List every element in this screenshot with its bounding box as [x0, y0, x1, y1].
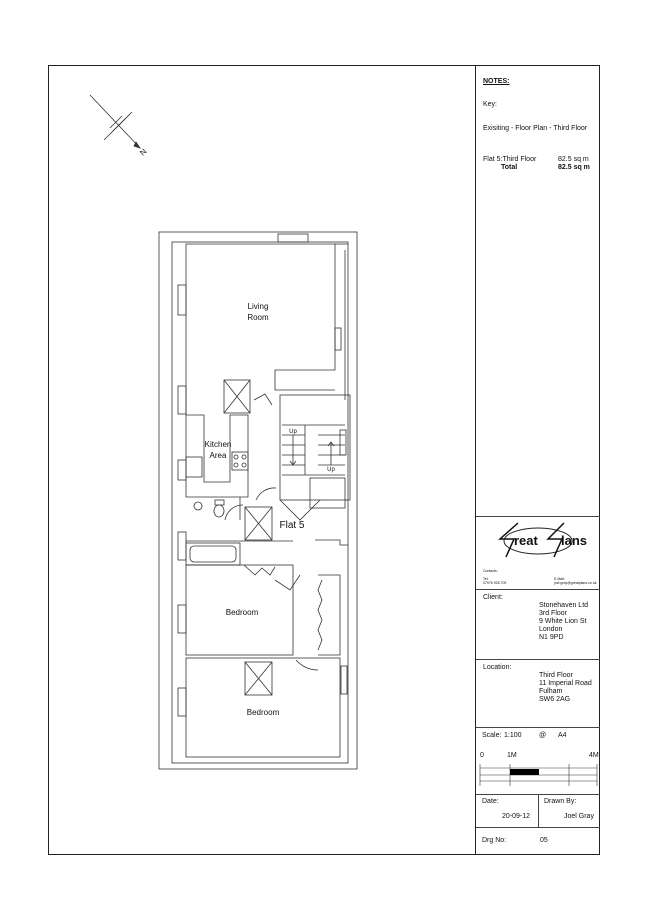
- paper-size: A4: [558, 732, 567, 739]
- scale-at: @: [539, 732, 547, 739]
- logo-section: reat lans Contacts: Tel: 07976 928 709 E…: [476, 517, 600, 590]
- contacts-label: Contacts:: [483, 569, 498, 573]
- location-line: 11 Imperial Road: [539, 680, 592, 687]
- drawn-by-value: Joel Gray: [564, 813, 594, 820]
- drawing-number-label: Drg No:: [482, 837, 507, 844]
- flat-label: Flat 5: [279, 520, 304, 531]
- email-value: joel.gray@greatplans.co.uk: [554, 581, 597, 585]
- location-line: Fulham: [539, 688, 563, 695]
- scale-tick-0: 0: [480, 752, 484, 759]
- tel-label: Tel:: [483, 577, 489, 581]
- location-line: SW6 2AG: [539, 696, 571, 703]
- client-section: Client: Stonehaven Ltd 3rd Floor 9 White…: [476, 590, 600, 660]
- room-label: Room: [247, 313, 269, 322]
- client-line: 3rd Floor: [539, 610, 568, 617]
- area-label: Flat 5:Third Floor: [483, 156, 537, 163]
- scale-tick-4m: 4M: [589, 752, 599, 759]
- room-label: Area: [210, 451, 227, 460]
- tel-value: 07976 928 709: [483, 581, 507, 585]
- location-section: Location: Third Floor 11 Imperial Road F…: [476, 660, 600, 728]
- client-line: Stonehaven Ltd: [539, 602, 589, 609]
- drawn-by-label: Drawn By:: [544, 798, 577, 805]
- drawing-number-section: Drg No: 05: [476, 828, 600, 855]
- title-block: NOTES: Key: Exisiting - Floor Plan - Thi…: [475, 65, 600, 855]
- client-label: Client:: [483, 594, 503, 601]
- compass-north-label: N: [138, 147, 149, 158]
- total-label: Total: [501, 164, 518, 171]
- email-label: E-Mail:: [554, 577, 565, 581]
- room-label: Living: [248, 302, 269, 311]
- room-label: Kitchen: [205, 440, 232, 449]
- greatplans-logo: reat lans: [498, 522, 587, 558]
- drawing-frame: [48, 65, 600, 855]
- room-label: Bedroom: [226, 608, 259, 617]
- stair-label: Up: [327, 467, 335, 473]
- location-line: Third Floor: [539, 672, 573, 679]
- svg-text:lans: lans: [561, 533, 587, 548]
- notes-section: NOTES: Key: Exisiting - Floor Plan - Thi…: [476, 65, 600, 517]
- inner-wall: [171, 241, 349, 764]
- compass-icon: [89, 94, 141, 149]
- notes-heading: NOTES:: [483, 78, 510, 85]
- scale-section: Scale: 1:100 @ A4 0 1M 4M: [476, 728, 600, 795]
- drawing-number-value: 05: [540, 837, 548, 844]
- drawing-description: Exisiting - Floor Plan - Third Floor: [483, 125, 588, 132]
- svg-text:reat: reat: [514, 533, 539, 548]
- outer-wall: [158, 231, 358, 770]
- client-line: N1 9PD: [539, 634, 564, 641]
- scale-value: 1:100: [504, 732, 522, 739]
- area-value: 82.5 sq m: [558, 156, 589, 163]
- client-line: London: [539, 626, 563, 633]
- date-value: 20-09-12: [502, 813, 531, 820]
- total-value: 82.5 sq m: [558, 164, 590, 171]
- scale-tick-1m: 1M: [507, 752, 517, 759]
- client-line: 9 White Lion St: [539, 618, 587, 625]
- location-label: Location:: [483, 664, 512, 671]
- stair-label: Up: [289, 429, 297, 435]
- date-label: Date:: [482, 798, 499, 805]
- room-label: Bedroom: [247, 708, 280, 717]
- date-section: Date: 20-09-12 Drawn By: Joel Gray: [476, 795, 600, 828]
- scale-bar: [479, 764, 598, 786]
- key-label: Key:: [483, 101, 498, 108]
- scale-label: Scale:: [482, 732, 502, 739]
- window: [277, 233, 309, 243]
